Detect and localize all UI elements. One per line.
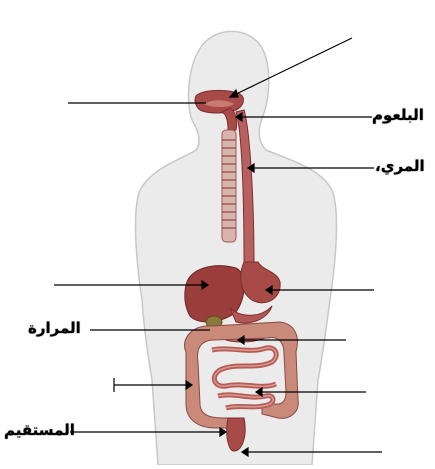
trachea (222, 130, 236, 242)
label-rectum: المستقيم (4, 421, 75, 439)
label-gallbladder: المرارة (28, 319, 81, 337)
label-pharynx: البلعوم (372, 106, 424, 124)
label-esophagus: المري، (375, 157, 425, 175)
